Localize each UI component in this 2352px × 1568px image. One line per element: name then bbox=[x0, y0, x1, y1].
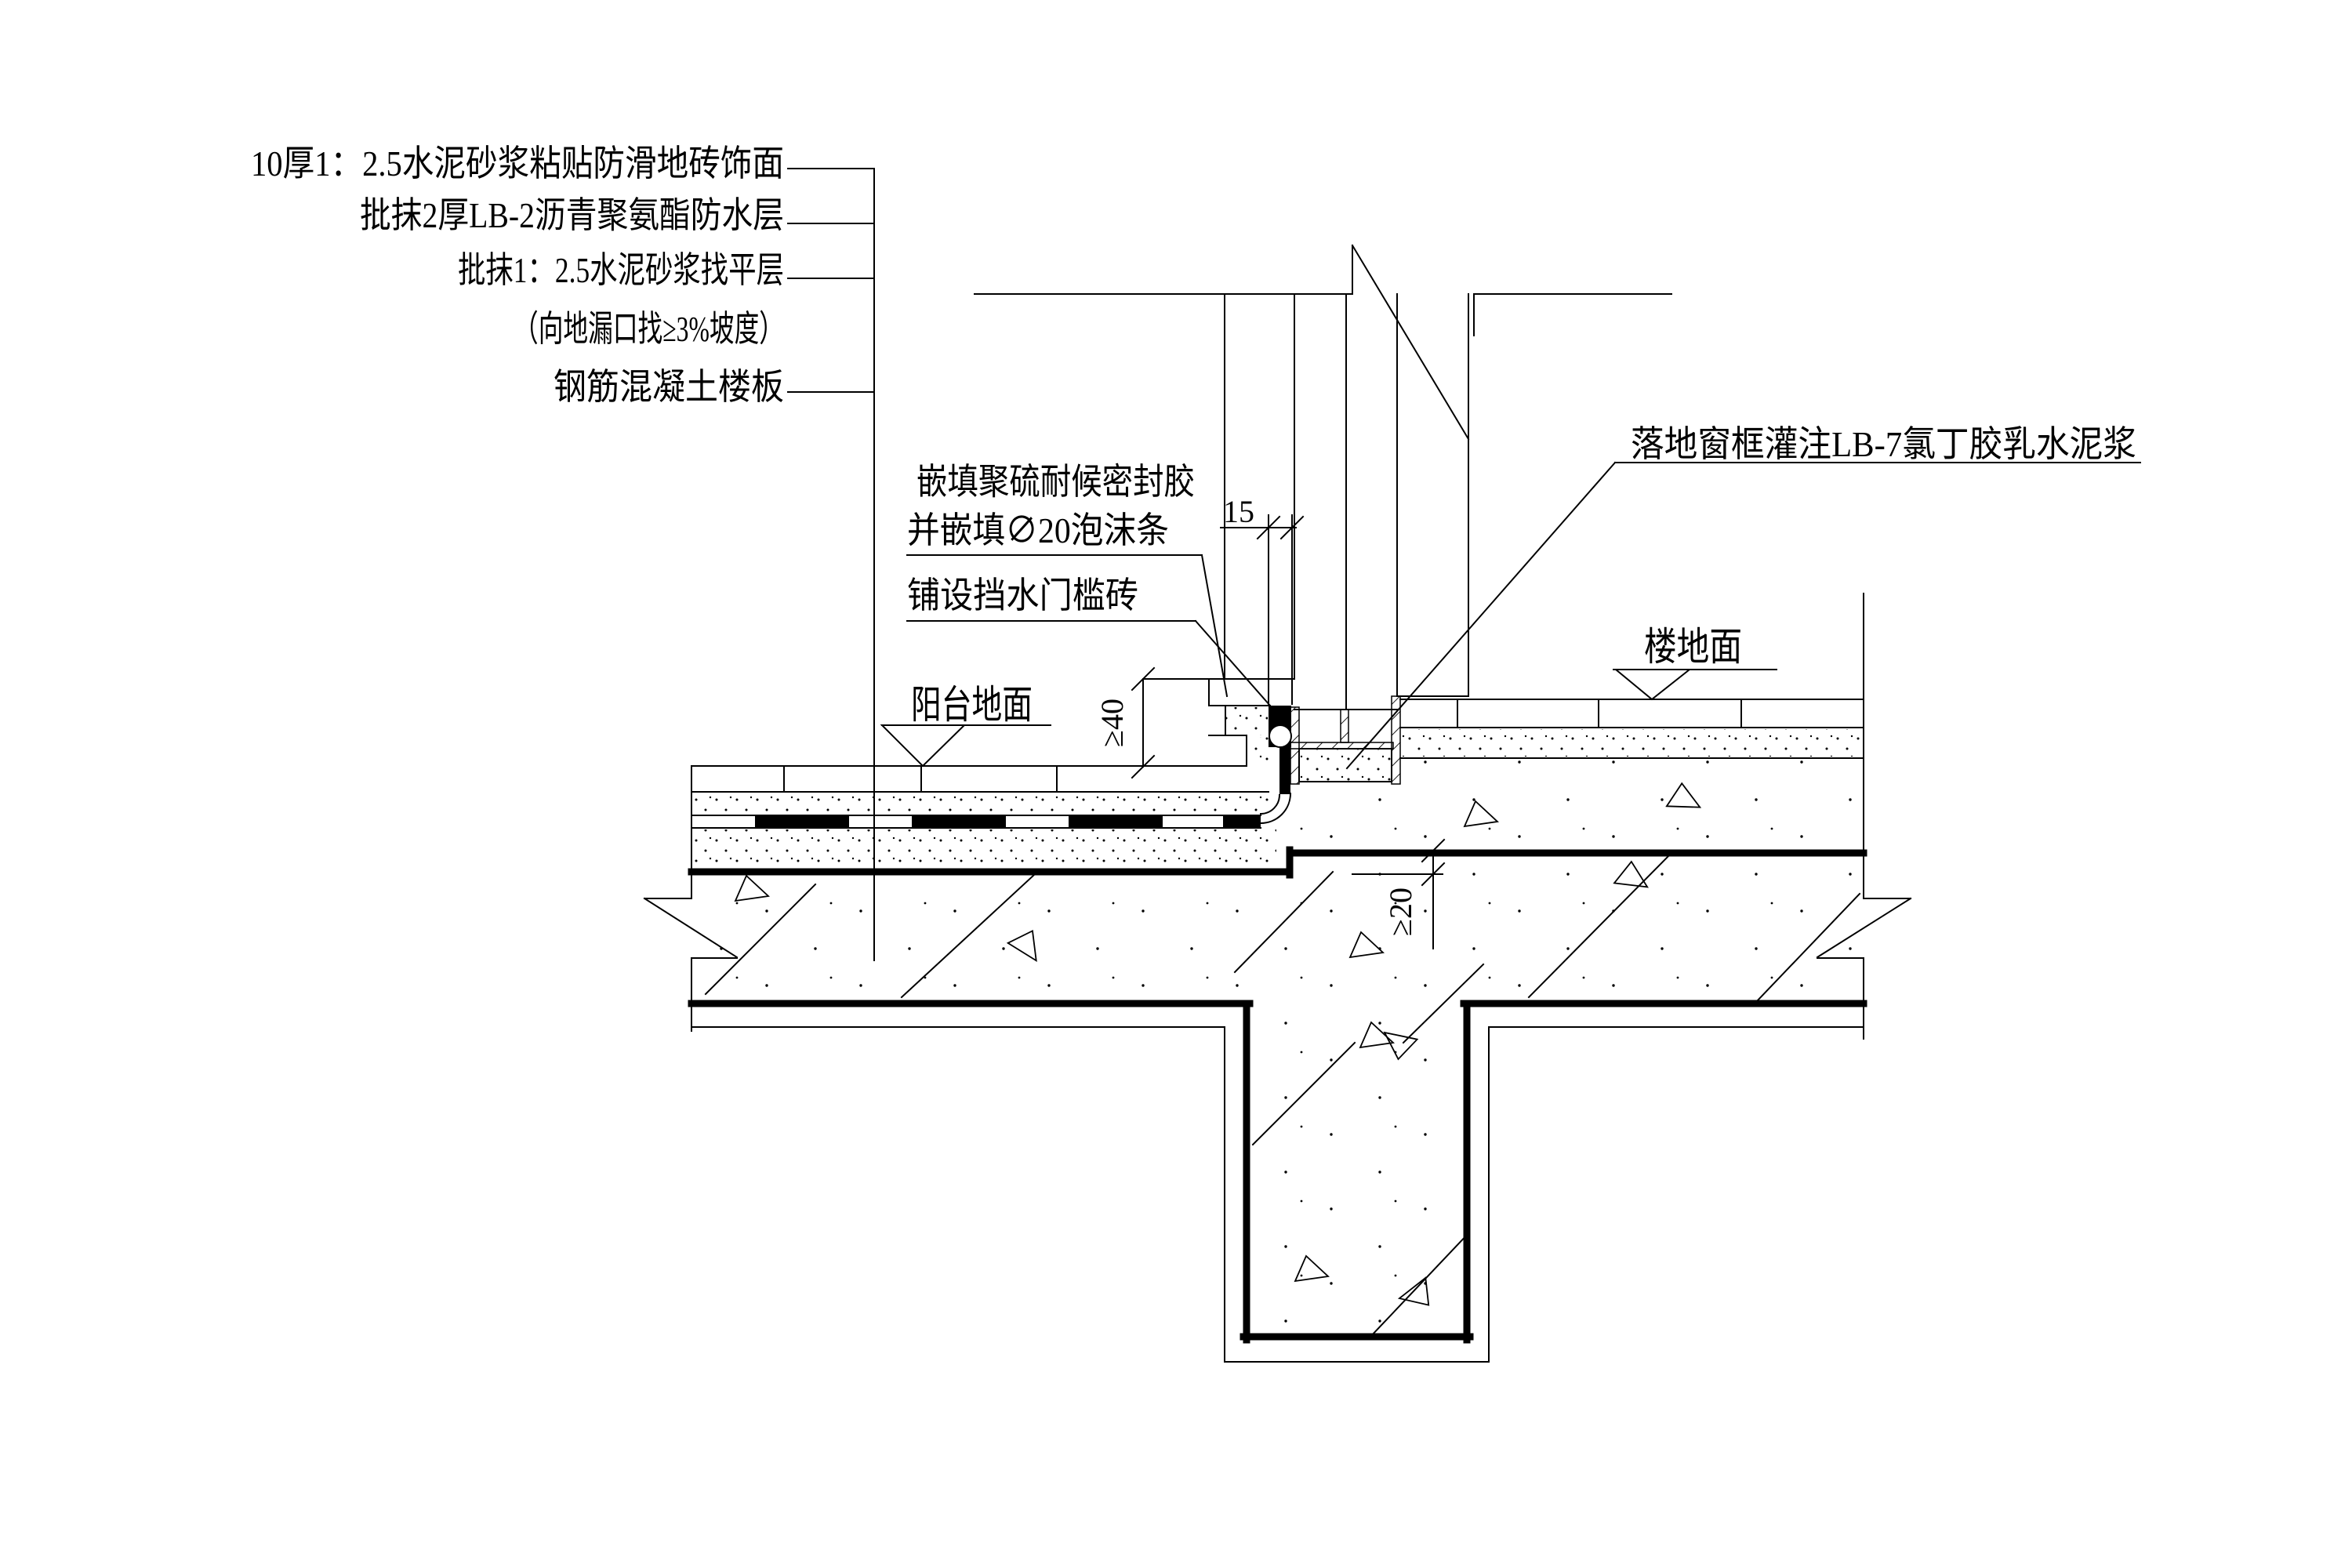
dim-ge20: ≥20 bbox=[1383, 887, 1418, 936]
room-floor-layers bbox=[1299, 699, 1864, 851]
label-room-floor: 楼地面 bbox=[1644, 625, 1742, 669]
callout-window-grout: 落地窗框灌注LB-7氯丁胶乳水泥浆 bbox=[1631, 424, 2136, 464]
concrete-slab bbox=[688, 780, 1867, 1338]
sealant-joint bbox=[1269, 706, 1292, 794]
label-balcony-floor: 阳台地面 bbox=[911, 683, 1033, 727]
grout-strip-left bbox=[1290, 706, 1300, 785]
dimension-recess-20: ≥20 bbox=[1352, 838, 1446, 949]
mid-callout-leaders bbox=[906, 554, 1272, 707]
callout-texts: 10厚1：2.5水泥砂浆粘贴防滑地砖饰面 批抹2厚LB-2沥青聚氨酯防水层 批抹… bbox=[251, 143, 2136, 727]
callout-foam-rod: 并嵌填∅20泡沫条 bbox=[907, 510, 1169, 550]
left-break-edge bbox=[643, 765, 739, 1032]
dimension-joint-15: 15 bbox=[1220, 494, 1305, 705]
balcony-level-symbol bbox=[880, 724, 1051, 768]
membrane-upturn-dash bbox=[1279, 747, 1290, 794]
membrane-bend-inner bbox=[1259, 793, 1281, 815]
callout-sill-brick: 铺设挡水门槛砖 bbox=[907, 575, 1138, 615]
grout-bed bbox=[1289, 742, 1394, 750]
frame-fin bbox=[1340, 709, 1349, 743]
room-level-symbol bbox=[1613, 669, 1777, 701]
callout-screed-layer: 批抹1：2.5水泥砂浆找平层 bbox=[458, 250, 784, 290]
right-callout-leader bbox=[1345, 461, 2141, 770]
downstand-beam bbox=[1224, 1000, 1490, 1363]
dim-ge40: ≥40 bbox=[1094, 699, 1130, 747]
dim-15: 15 bbox=[1223, 494, 1254, 529]
dimension-sill-40: ≥40 bbox=[1094, 666, 1212, 779]
right-break-edge bbox=[1816, 593, 1912, 1040]
window-wall-break bbox=[974, 244, 1672, 441]
callout-waterproof-layer: 批抹2厚LB-2沥青聚氨酯防水层 bbox=[360, 195, 784, 235]
foam-rod-circle bbox=[1269, 724, 1292, 748]
membrane-bend-outer bbox=[1259, 792, 1292, 825]
callout-tile-finish: 10厚1：2.5水泥砂浆粘贴防滑地砖饰面 bbox=[251, 143, 784, 183]
callout-slope-note: （向地漏口找≥3%坡度） bbox=[514, 309, 784, 349]
balcony-floor-layers bbox=[691, 765, 1292, 871]
threshold-brick bbox=[1142, 678, 1392, 782]
callout-rc-slab: 钢筋混凝土楼板 bbox=[554, 367, 784, 407]
callout-sealant: 嵌填聚硫耐候密封胶 bbox=[916, 462, 1195, 502]
